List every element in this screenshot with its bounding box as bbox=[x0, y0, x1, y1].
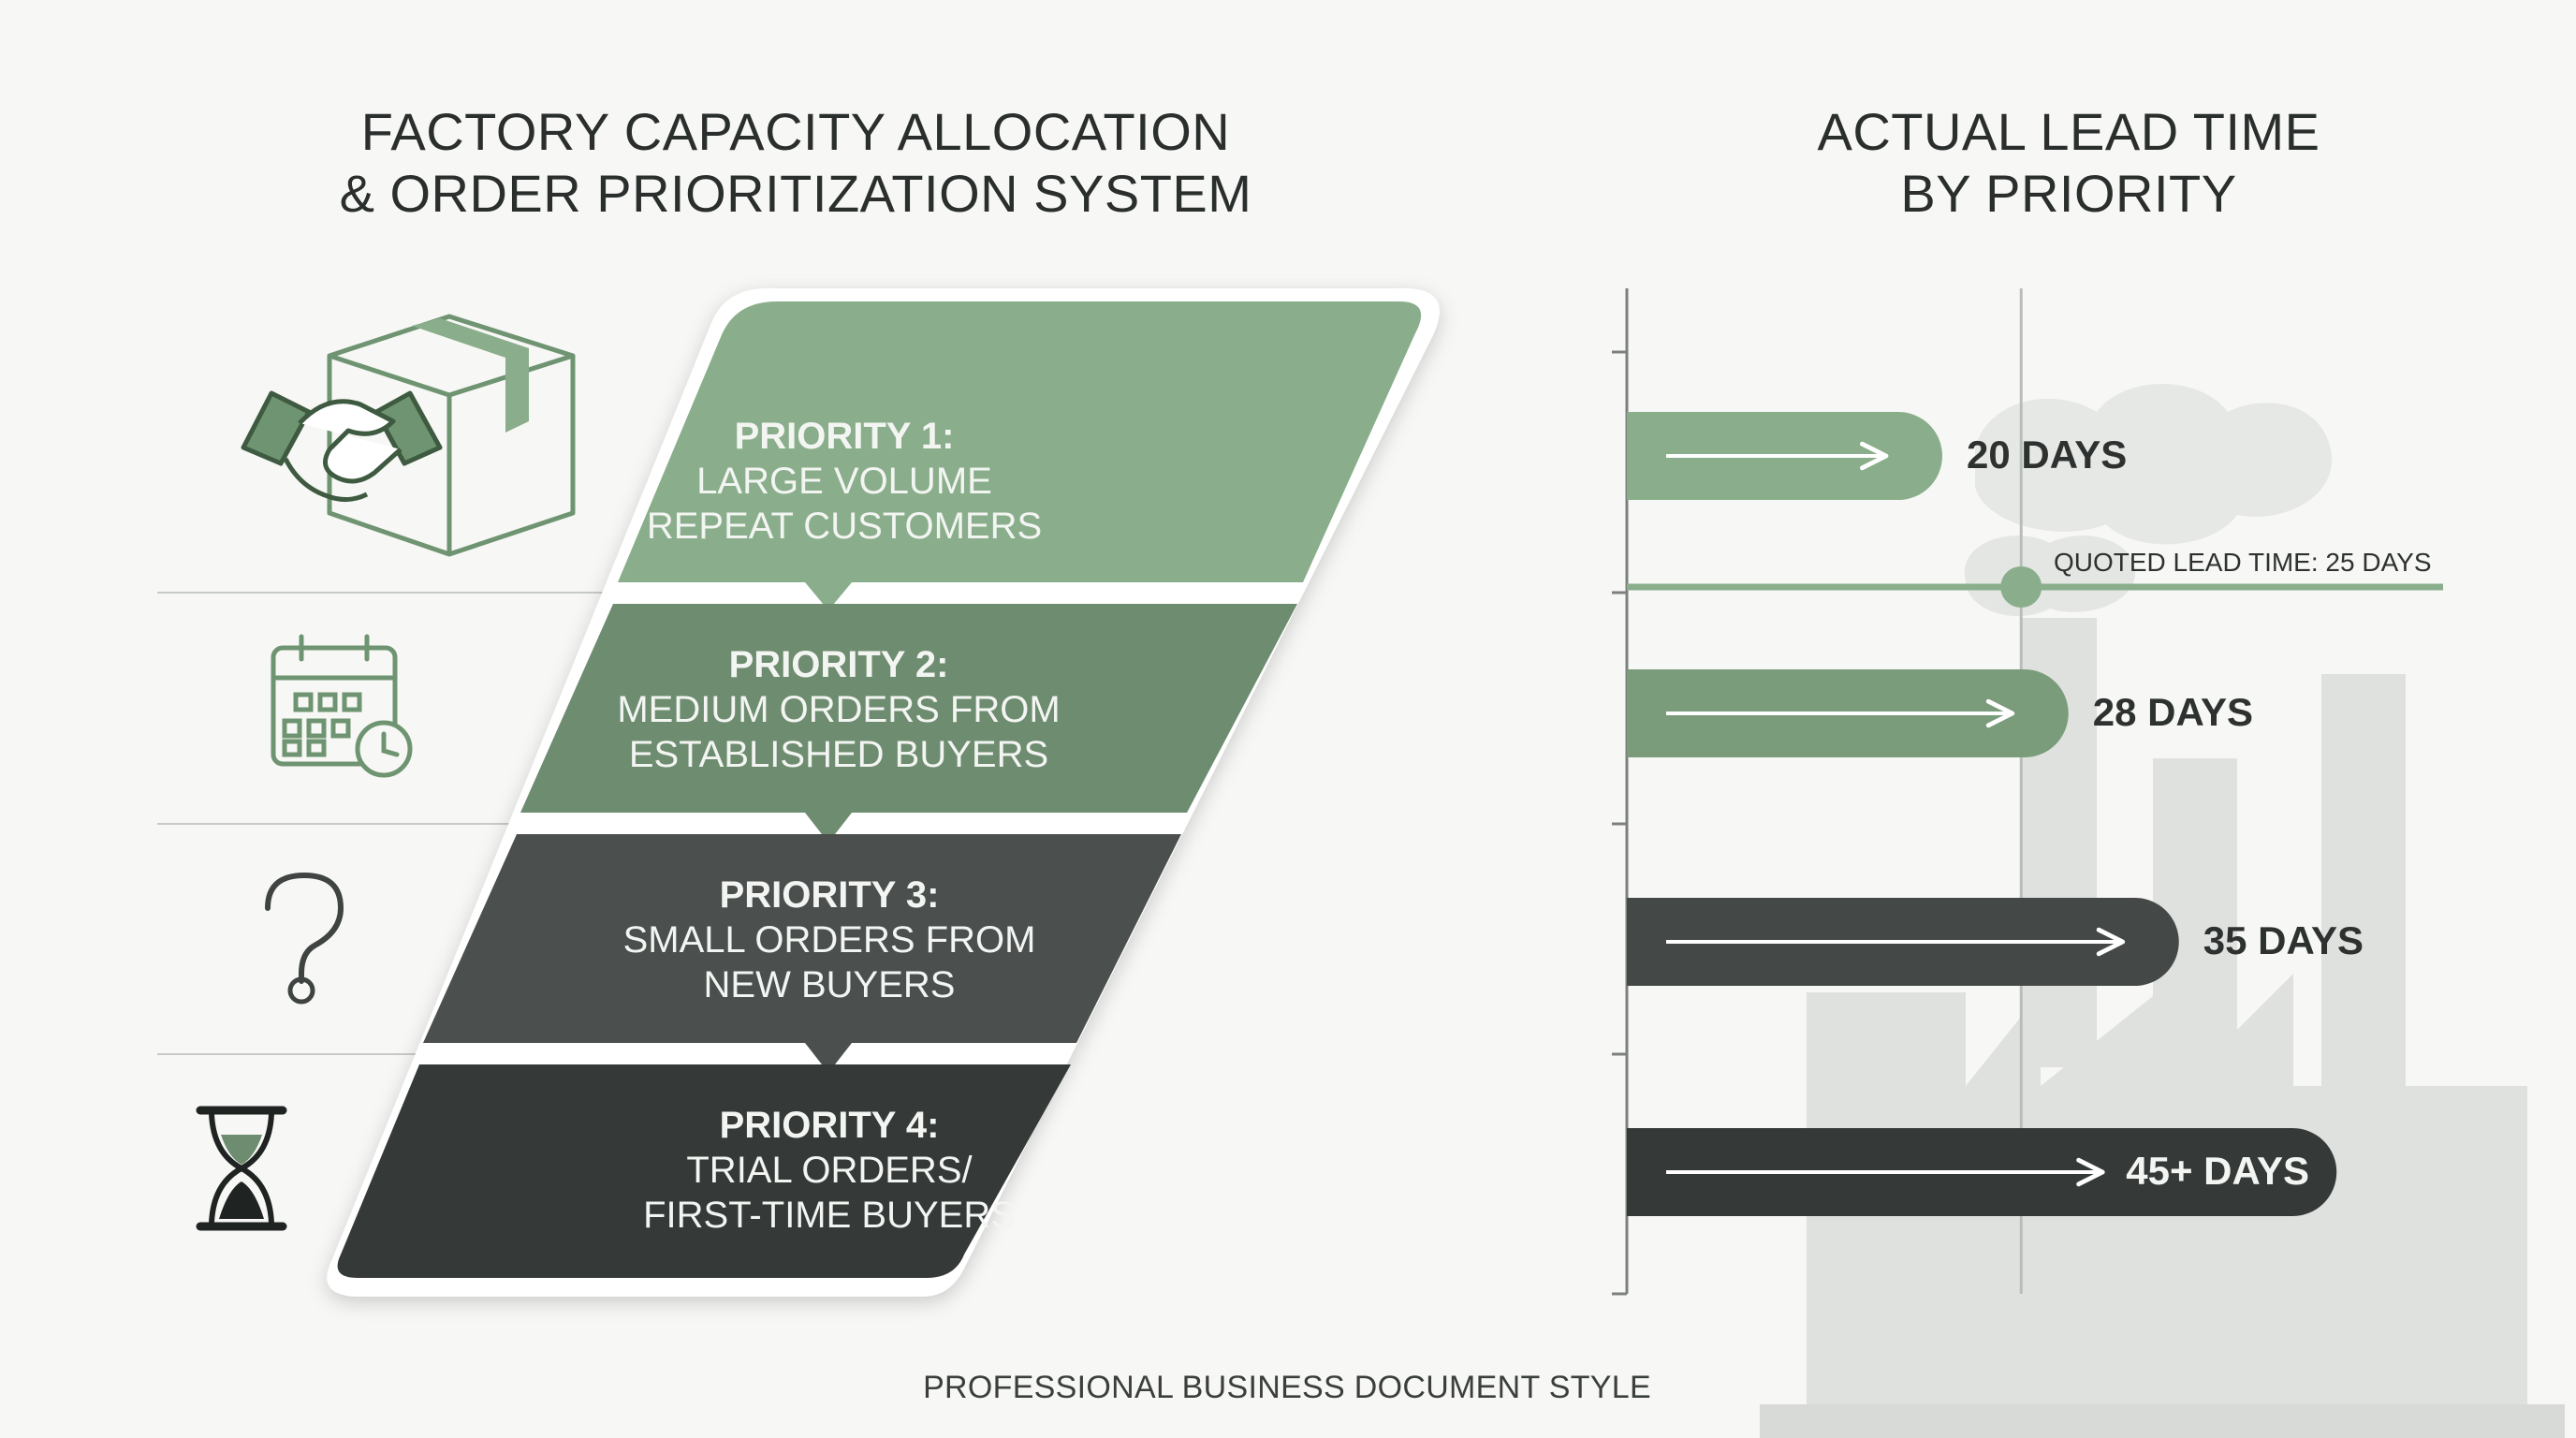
left-title: FACTORY CAPACITY ALLOCATION & ORDER PRIO… bbox=[281, 101, 1310, 225]
bar-label-4: 45+ DAYS bbox=[2126, 1149, 2309, 1193]
right-title: ACTUAL LEAD TIME BY PRIORITY bbox=[1713, 101, 2424, 225]
calendar-clock-icon bbox=[271, 634, 413, 778]
lead-time-chart bbox=[1612, 288, 2443, 1296]
priority-2-band bbox=[520, 604, 1297, 843]
left-title-line-1: FACTORY CAPACITY ALLOCATION bbox=[360, 102, 1231, 161]
priority-1-heading: PRIORITY 1: bbox=[734, 416, 955, 457]
right-title-line-1: ACTUAL LEAD TIME bbox=[1817, 102, 2320, 161]
bar-label-1: 20 DAYS bbox=[1967, 433, 2128, 477]
tier-separators bbox=[157, 592, 637, 1055]
priority-3-line-1: SMALL ORDERS FROM bbox=[622, 919, 1036, 961]
priority-4-band bbox=[337, 1064, 1072, 1278]
quoted-lead-time-label: QUOTED LEAD TIME: 25 DAYS bbox=[2054, 548, 2432, 577]
question-mark-icon bbox=[265, 872, 344, 1005]
priority-2-line-1: MEDIUM ORDERS FROM bbox=[617, 689, 1061, 730]
priority-2-text: PRIORITY 2: MEDIUM ORDERS FROM ESTABLISH… bbox=[577, 642, 1101, 777]
priority-3-text: PRIORITY 3: SMALL ORDERS FROM NEW BUYERS bbox=[567, 873, 1091, 1007]
priority-1-band bbox=[618, 301, 1422, 610]
bar-label-3: 35 DAYS bbox=[2203, 918, 2364, 962]
left-title-line-2: & ORDER PRIORITIZATION SYSTEM bbox=[339, 164, 1252, 223]
priority-3-heading: PRIORITY 3: bbox=[719, 874, 940, 916]
hourglass-icon bbox=[196, 1106, 287, 1231]
priority-1-text: PRIORITY 1: LARGE VOLUME REPEAT CUSTOMER… bbox=[582, 414, 1106, 549]
priority-2-heading: PRIORITY 2: bbox=[728, 644, 949, 685]
priority-4-text: PRIORITY 4: TRIAL ORDERS/ FIRST-TIME BUY… bbox=[567, 1103, 1091, 1238]
priority-1-line-1: LARGE VOLUME bbox=[696, 461, 992, 502]
priority-4-heading: PRIORITY 4: bbox=[719, 1105, 940, 1146]
priority-4-line-1: TRIAL ORDERS/ bbox=[686, 1150, 973, 1191]
footer-note: PROFESSIONAL BUSINESS DOCUMENT STYLE bbox=[923, 1370, 1651, 1405]
priority-2-line-2: ESTABLISHED BUYERS bbox=[628, 734, 1049, 775]
priority-3-line-2: NEW BUYERS bbox=[703, 964, 956, 1005]
priority-4-line-2: FIRST-TIME BUYERS bbox=[643, 1195, 1016, 1236]
quoted-lead-time-marker bbox=[2000, 566, 2042, 608]
right-title-line-2: BY PRIORITY bbox=[1900, 164, 2237, 223]
priority-1-line-2: REPEAT CUSTOMERS bbox=[646, 506, 1043, 547]
priority-3-band bbox=[423, 834, 1181, 1073]
handshake-box-icon bbox=[241, 314, 576, 557]
bar-label-2: 28 DAYS bbox=[2092, 690, 2254, 734]
